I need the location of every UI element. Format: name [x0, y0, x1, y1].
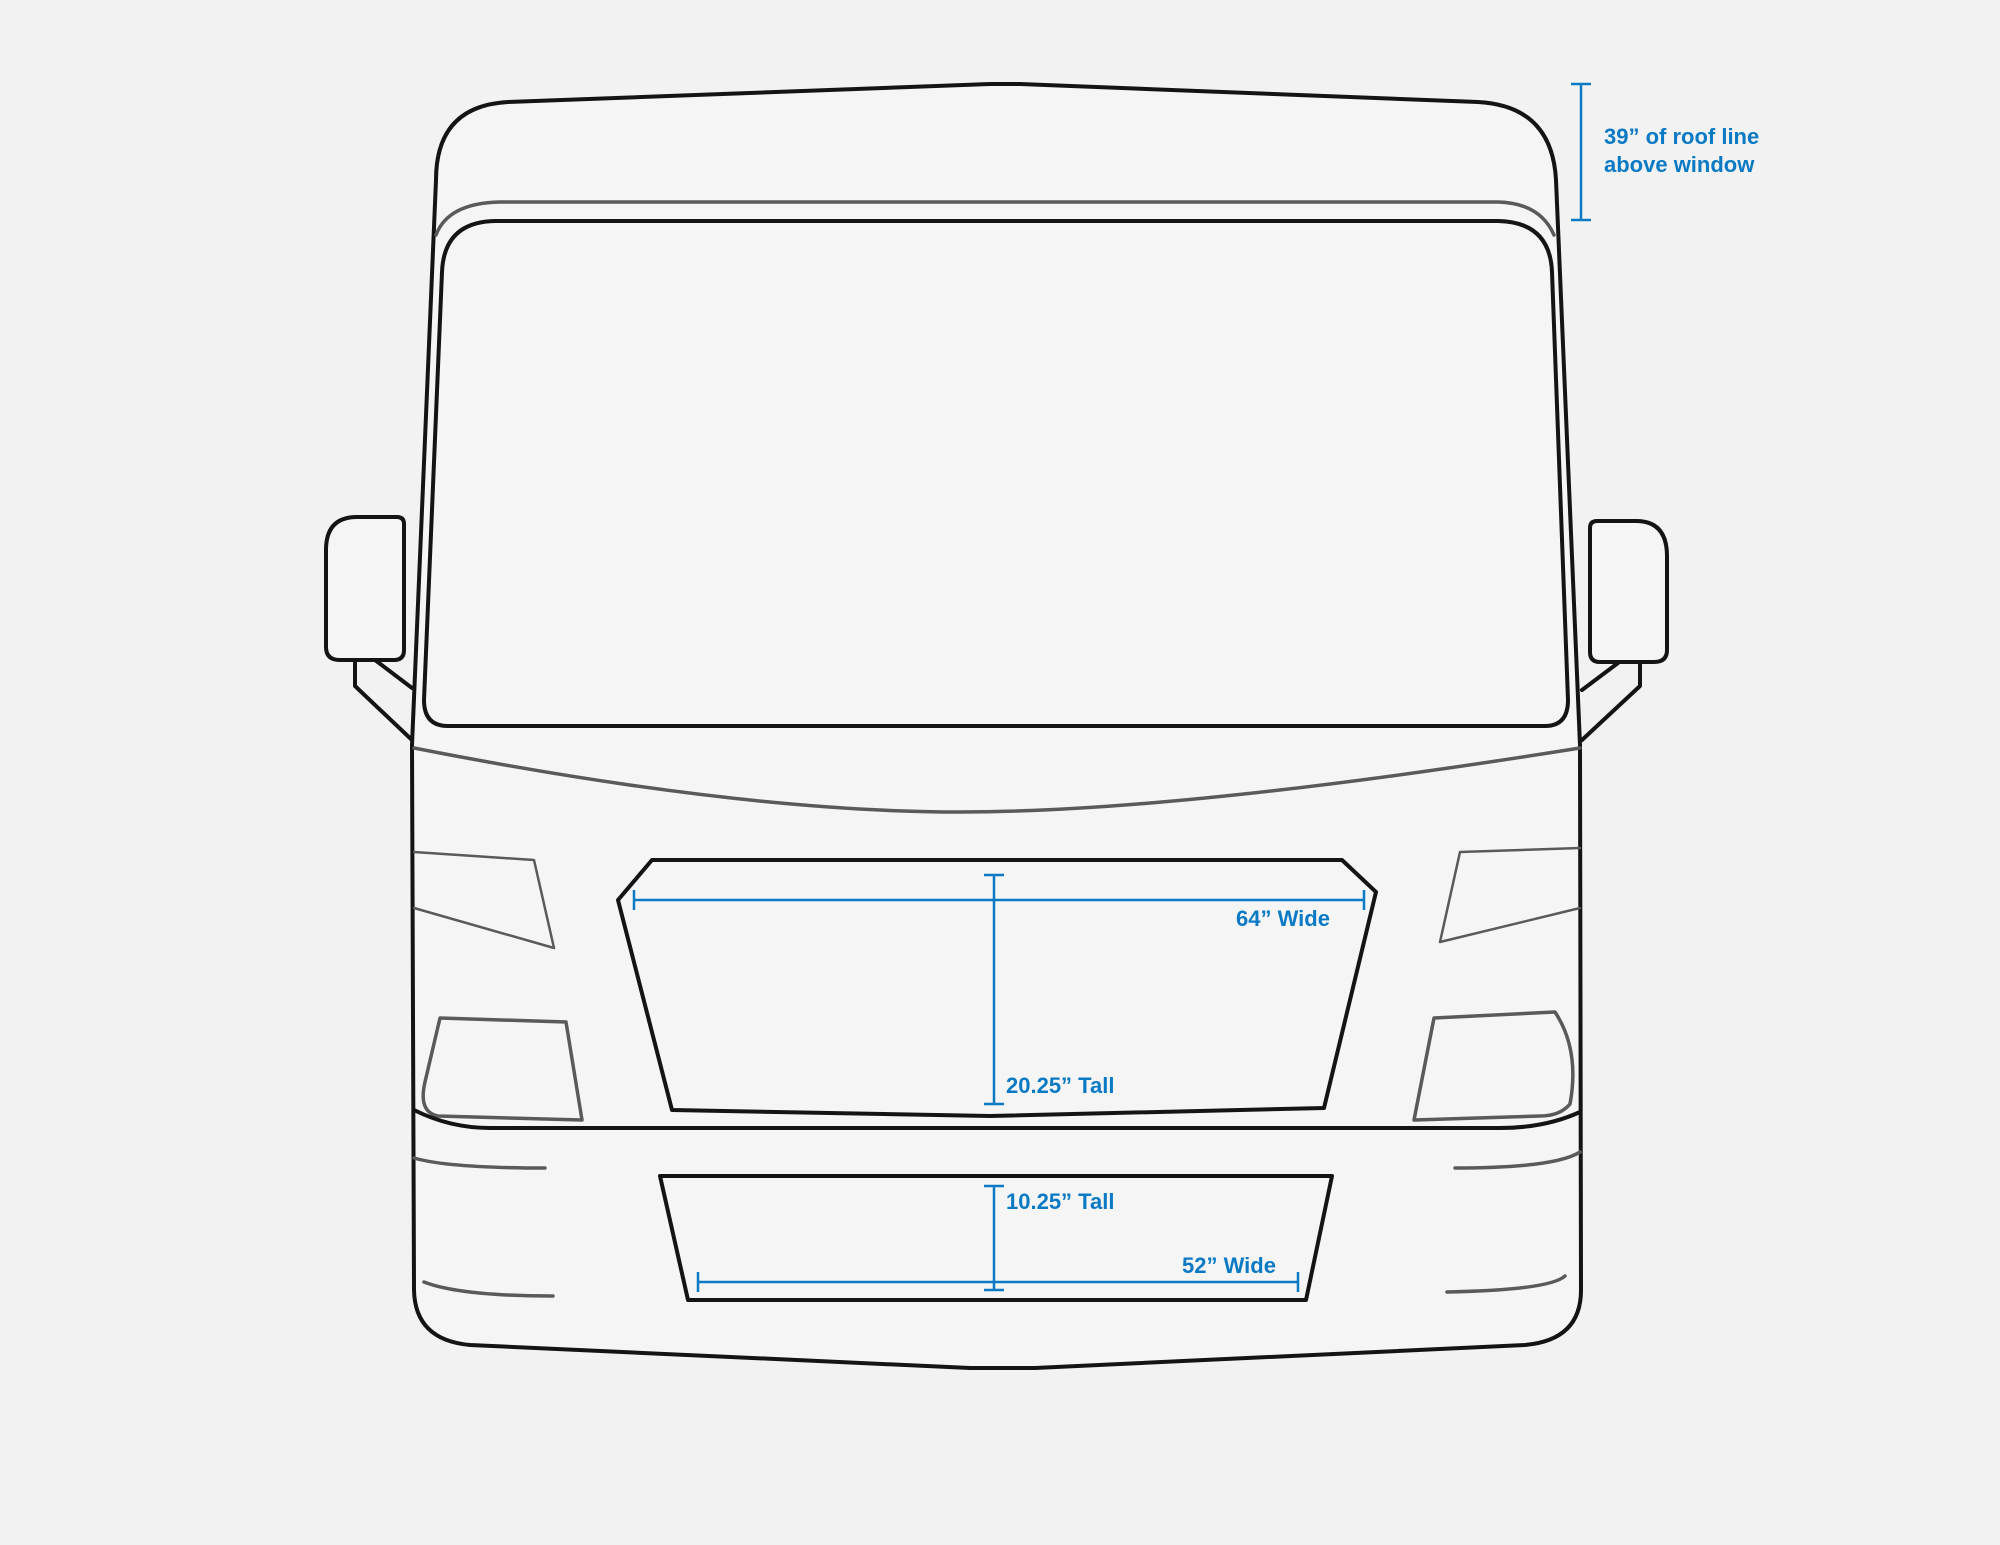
right-bumper-trim-lower — [1445, 1274, 1567, 1294]
roof-line-label: 39” of roof line — [1604, 124, 1759, 149]
grille-height-marker — [984, 873, 1004, 1106]
left-upper-light — [412, 850, 556, 950]
right-bumper-trim-upper — [1453, 1150, 1582, 1170]
grille-height-label: 20.25” Tall — [1006, 1073, 1114, 1098]
grille-width-label: 64” Wide — [1236, 906, 1330, 931]
left-bumper-trim-lower — [422, 1280, 555, 1298]
right-mirror — [1588, 519, 1669, 664]
left-lower-light — [421, 1016, 584, 1122]
right-mirror-arm — [1580, 658, 1642, 742]
roof-dimension-marker — [1571, 82, 1591, 222]
license-plate-area — [658, 1174, 1334, 1302]
bumper-band — [412, 1108, 1582, 1130]
bumper-width-marker — [696, 1272, 1300, 1292]
bumper-width-label: 52” Wide — [1182, 1253, 1276, 1278]
windshield — [422, 219, 1570, 728]
bumper-height-marker — [984, 1184, 1004, 1292]
roof-band-line — [434, 200, 1556, 237]
left-bumper-trim-upper — [412, 1156, 547, 1170]
left-mirror-arm — [353, 658, 414, 742]
bumper-height-label: 10.25” Tall — [1006, 1189, 1114, 1214]
right-lower-light — [1412, 1010, 1575, 1122]
hood-curve — [412, 746, 1582, 814]
left-mirror — [324, 515, 406, 662]
roof-line-label-2: above window — [1604, 152, 1755, 177]
grille — [616, 858, 1378, 1118]
grille-width-marker — [632, 890, 1366, 910]
right-upper-light — [1438, 846, 1582, 944]
